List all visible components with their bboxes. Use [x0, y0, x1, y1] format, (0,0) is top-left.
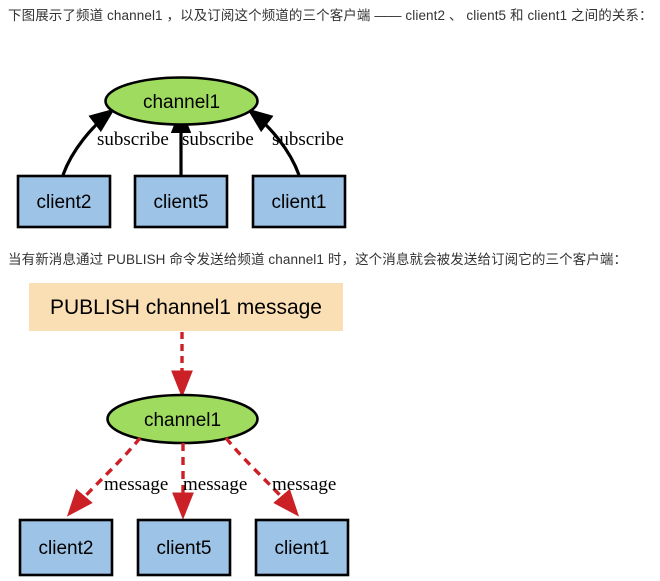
client-node-client1[interactable]: client1 — [251, 174, 347, 229]
client-box — [136, 518, 232, 577]
client-box — [254, 518, 350, 577]
edge-label-message-client1: message — [272, 474, 336, 495]
channel-ellipse — [104, 76, 259, 126]
channel-node-label: channel1 — [144, 410, 221, 431]
message-edge-client2 — [66, 436, 142, 517]
client-box — [18, 518, 114, 577]
edge-label-message-client5: message — [183, 474, 247, 495]
client-box — [133, 174, 229, 229]
channel-node-label: channel1 — [143, 92, 220, 113]
subscribe-edge-client2 — [61, 108, 116, 176]
client-node-client2[interactable]: client2 — [18, 518, 114, 577]
client-node-client5[interactable]: client5 — [136, 518, 232, 577]
client-node-label: client1 — [272, 192, 327, 213]
client-node-label: client5 — [157, 538, 212, 559]
client-node-label: client5 — [154, 192, 209, 213]
command-box — [29, 283, 343, 331]
intro-paragraph-publish: 当有新消息通过 PUBLISH 命令发送给频道 channel1 时，这个消息就… — [8, 252, 628, 267]
client-node-client5[interactable]: client5 — [133, 174, 229, 229]
intro-paragraph-subscribe: 下图展示了频道 channel1 ，以及订阅这个频道的三个客户端 —— clie… — [8, 8, 653, 23]
command-node-label: PUBLISH channel1 message — [50, 296, 322, 319]
edge-label-subscribe-client1: subscribe — [272, 129, 344, 150]
message-edge-client1 — [224, 436, 300, 517]
edge-label-message-client2: message — [104, 474, 168, 495]
subscribe-edge-client1 — [246, 108, 301, 176]
client-node-label: client2 — [39, 538, 94, 559]
client-node-client2[interactable]: client2 — [16, 174, 112, 229]
subscribe-relationship-diagram: channel1 subscribe subscribe subscribe c… — [0, 30, 660, 240]
client-box — [251, 174, 347, 229]
client-node-label: client1 — [275, 538, 330, 559]
edge-label-subscribe-client5: subscribe — [182, 129, 254, 150]
edge-label-subscribe-client2: subscribe — [97, 129, 169, 150]
client-node-client1[interactable]: client1 — [254, 518, 350, 577]
client-box — [16, 174, 112, 229]
channel-node-channel1[interactable]: channel1 — [104, 76, 259, 126]
client-node-label: client2 — [37, 192, 92, 213]
command-node-publish[interactable]: PUBLISH channel1 message — [29, 283, 343, 331]
channel-node-channel1[interactable]: channel1 — [106, 393, 259, 445]
message-edge-group — [66, 436, 300, 520]
publish-message-diagram: PUBLISH channel1 message channel1 messag… — [0, 275, 660, 581]
